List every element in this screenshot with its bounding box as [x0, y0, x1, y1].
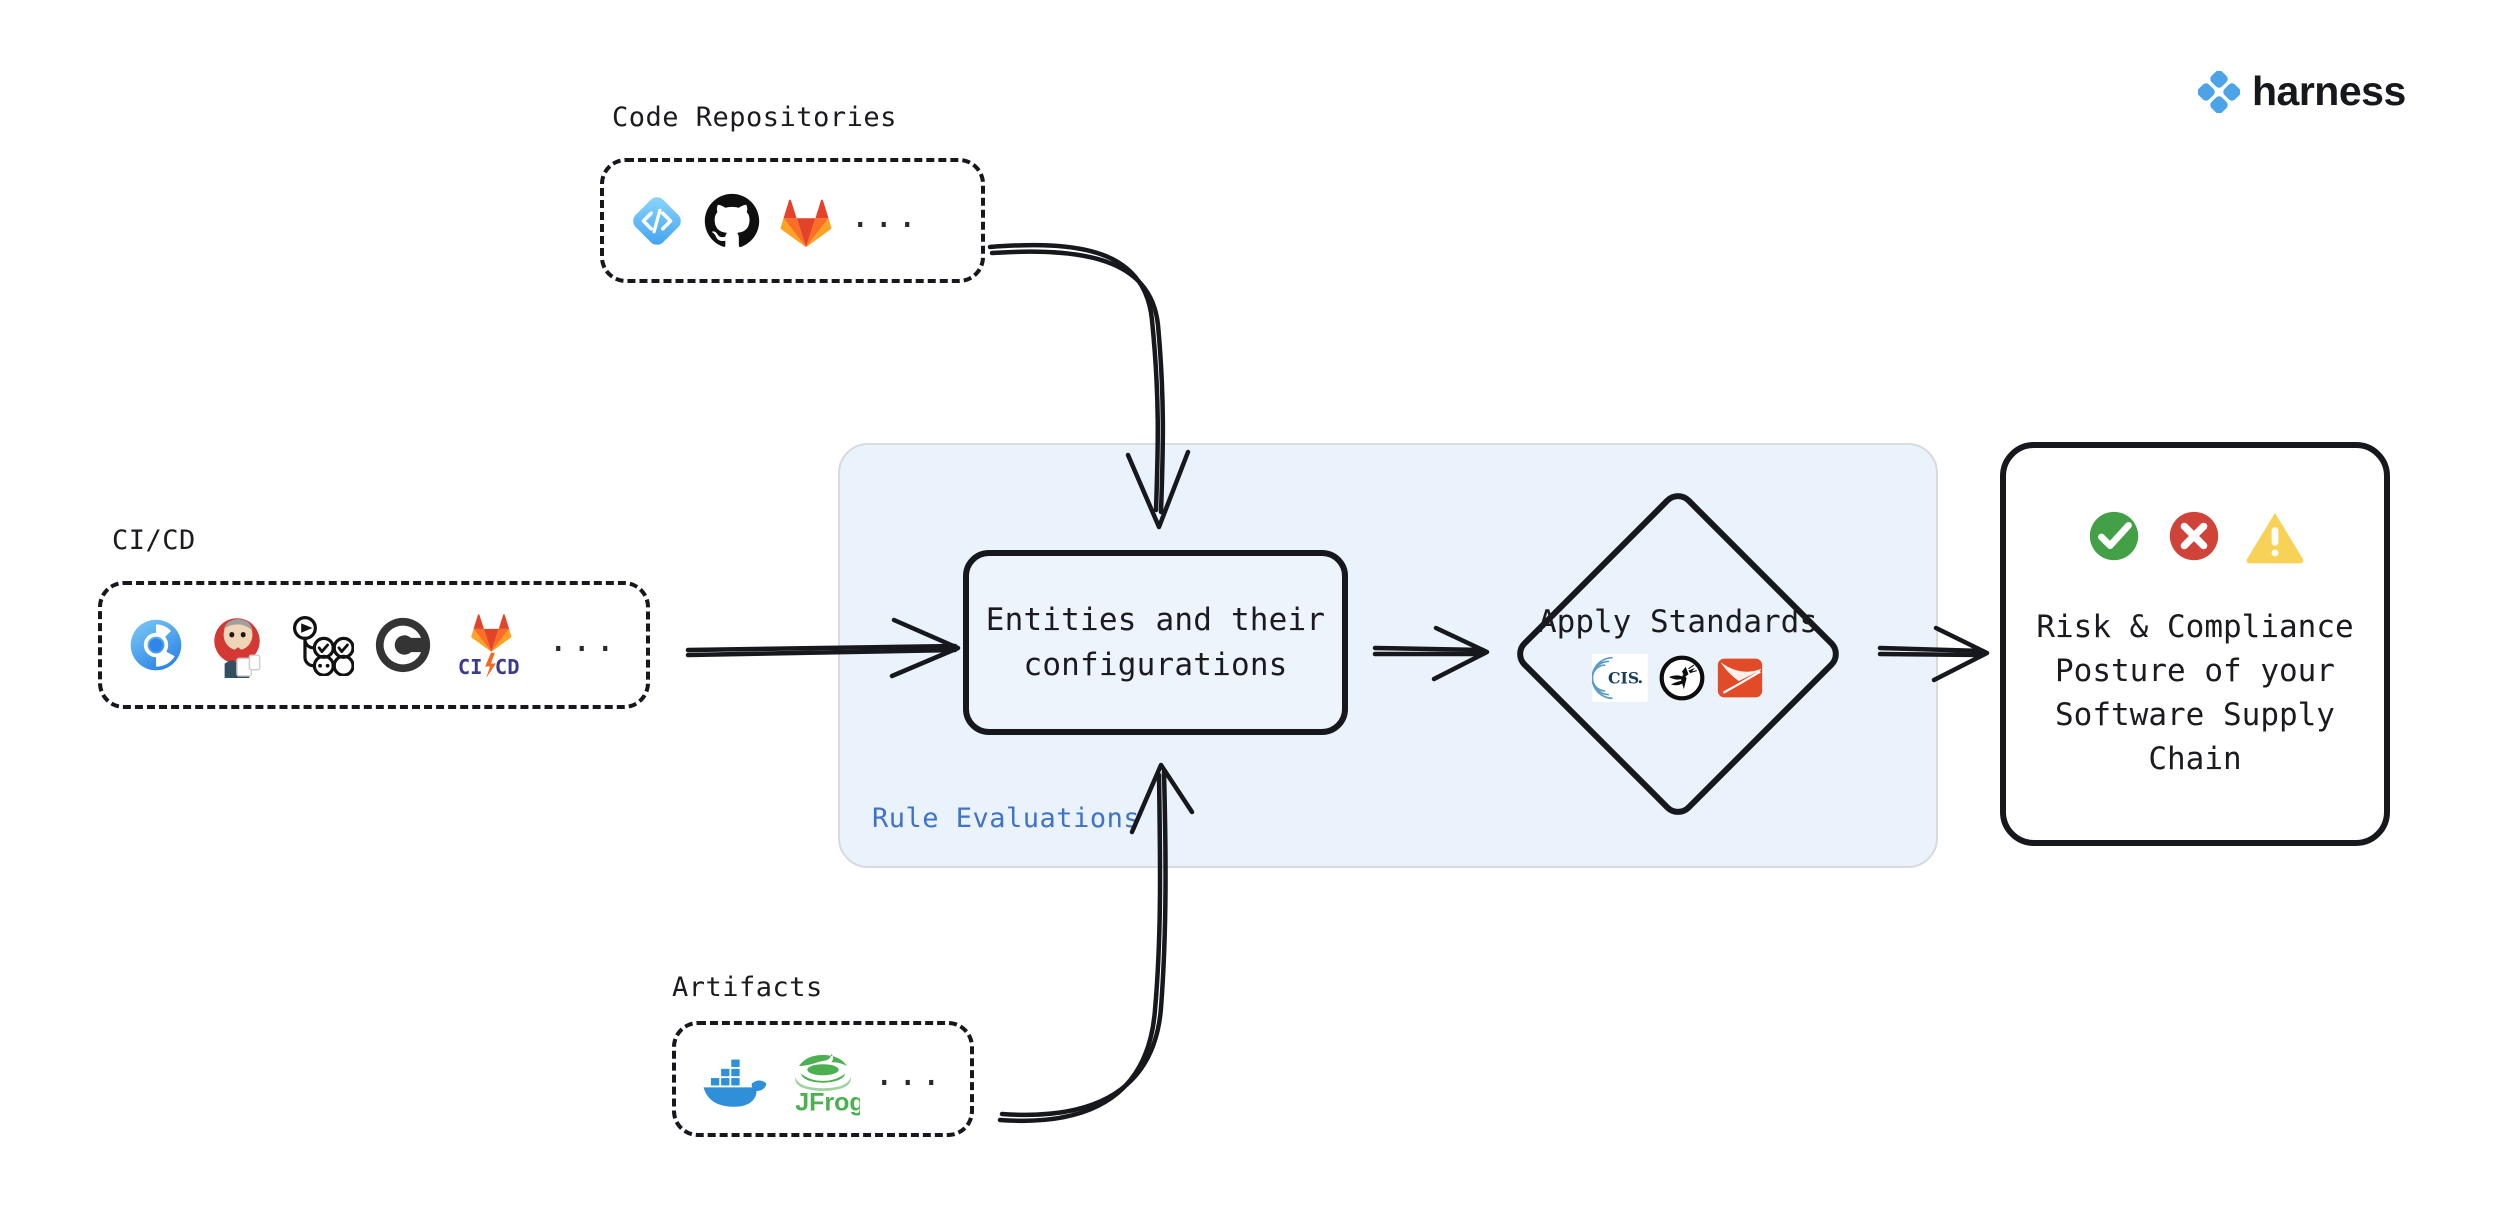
jenkins-icon	[204, 612, 270, 678]
argo-cd-icon	[126, 615, 186, 675]
check-success-icon	[2085, 507, 2143, 569]
rule-evaluations-label: Rule Evaluations	[872, 803, 1141, 834]
svg-text:CD: CD	[495, 655, 520, 679]
harness-code-icon	[626, 190, 688, 252]
artifacts-label: Artifacts	[672, 972, 823, 1003]
risk-compliance-result-box: Risk & Compliance Posture of your Softwa…	[2000, 442, 2390, 846]
gitlab-icon	[776, 192, 836, 250]
code-repositories-more: ...	[850, 195, 921, 236]
standards-icons: CIS	[1591, 653, 1764, 706]
svg-text:CIS: CIS	[1608, 668, 1639, 687]
apply-standards-node: Apply Standards CIS	[1498, 484, 1858, 824]
jfrog-icon: JFrog	[786, 1042, 860, 1116]
harness-diamond-logo-icon	[2197, 69, 2241, 114]
svg-text:JFrog: JFrog	[795, 1088, 860, 1116]
svg-text:CI: CI	[458, 655, 483, 679]
risk-compliance-text: Risk & Compliance Posture of your Softwa…	[2036, 608, 2354, 778]
owasp-icon	[1658, 654, 1706, 706]
slsa-icon	[1716, 654, 1764, 706]
code-repositories-label: Code Repositories	[612, 102, 897, 133]
ci-cd-label: CI/CD	[112, 525, 196, 556]
ci-cd-more: ...	[548, 620, 619, 660]
artifacts-group: JFrog ...	[672, 1021, 974, 1137]
circleci-icon	[372, 614, 434, 676]
docker-icon	[698, 1050, 772, 1108]
entities-configurations-text: Entities and their configurations	[985, 602, 1326, 683]
cis-icon: CIS	[1591, 653, 1648, 706]
entities-configurations-box: Entities and their configurations	[963, 550, 1348, 735]
apply-standards-title: Apply Standards	[1538, 604, 1818, 641]
status-icons	[2085, 507, 2305, 569]
github-icon	[702, 191, 762, 251]
warning-icon	[2245, 508, 2305, 568]
harness-wordmark: harness	[2252, 68, 2406, 114]
cross-error-icon	[2165, 507, 2223, 569]
code-repositories-group: ...	[600, 158, 985, 283]
gitlab-ci-cd-icon: CI CD	[452, 606, 530, 684]
pipeline-graph-icon	[288, 614, 354, 676]
ci-cd-group: CI CD ...	[98, 581, 650, 709]
harness-logo: harness	[2197, 68, 2406, 115]
artifacts-more: ...	[874, 1054, 945, 1094]
